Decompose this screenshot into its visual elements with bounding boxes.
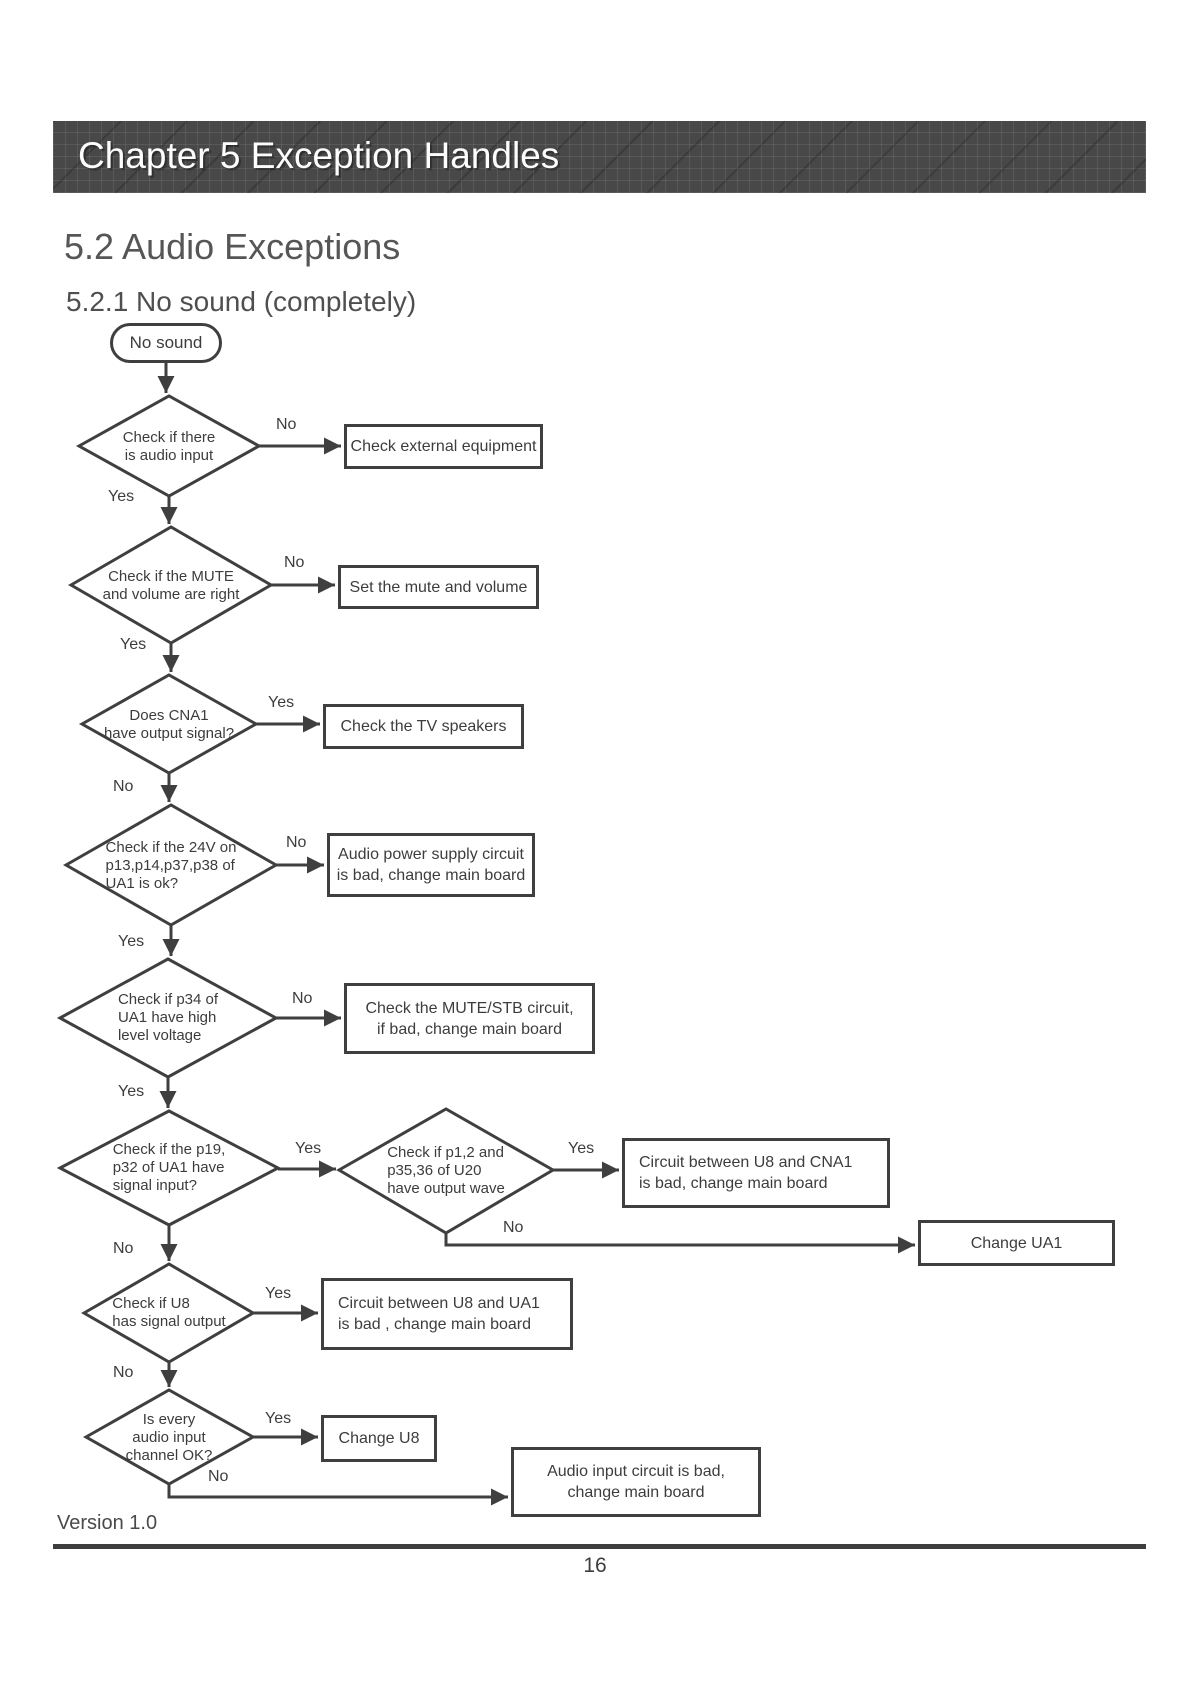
- diamond-cna1-output: [78, 673, 260, 775]
- decision-diamonds: [56, 394, 556, 1486]
- diamond-u20-wave: [336, 1107, 556, 1235]
- diamond-audio-input: [75, 394, 263, 498]
- footer-version: Version 1.0: [57, 1512, 158, 1534]
- action-set-mute-volume: Set the mute and volume: [338, 565, 539, 609]
- label-no-mute-volume: No: [284, 554, 305, 571]
- label-yes-mute-volume: Yes: [120, 636, 147, 653]
- action-u8-ua1: Circuit between U8 and UA1 is bad , chan…: [321, 1278, 573, 1350]
- label-no-u20: No: [503, 1219, 524, 1236]
- label-yes-u8: Yes: [265, 1285, 292, 1302]
- decision-p34-high-label: Check if p34 of UA1 have high level volt…: [117, 991, 219, 1044]
- action-audio-power: Audio power supply circuit is bad, chang…: [327, 833, 535, 897]
- decision-u20-wave-label: Check if p1,2 and p35,36 of U20 have out…: [387, 1144, 505, 1197]
- label-no-audio-input: No: [276, 416, 297, 433]
- diamond-voltage-24v: [62, 803, 280, 927]
- label-no-channels: No: [208, 1468, 229, 1485]
- label-yes-24v: Yes: [118, 933, 145, 950]
- action-u8-cna1: Circuit between U8 and CNA1 is bad, chan…: [622, 1138, 890, 1208]
- decision-cna1-output-label: Does CNA1 have output signal?: [103, 707, 235, 742]
- diamond-p19-p32-input: [56, 1109, 282, 1227]
- arrow-no-change-ua1: [444, 1233, 915, 1254]
- label-yes-channels: Yes: [265, 1410, 292, 1427]
- action-mute-stb: Check the MUTE/STB circuit, if bad, chan…: [344, 983, 595, 1054]
- diamond-mute-volume: [68, 525, 274, 645]
- decision-u8-output-label: Check if U8 has signal output: [112, 1295, 226, 1330]
- decision-p19-p32-label: Check if the p19, p32 of UA1 have signal…: [112, 1141, 226, 1194]
- label-yes-cna1: Yes: [268, 694, 295, 711]
- decision-mute-volume-label: Check if the MUTE and volume are right: [102, 568, 240, 603]
- section-heading: 5.2 Audio Exceptions: [64, 226, 401, 267]
- decision-voltage-24v-label: Check if the 24V on p13,p14,p37,p38 of U…: [105, 839, 237, 892]
- diamond-u8-output: [80, 1262, 256, 1364]
- decision-channels-ok-label: Is every audio input channel OK?: [125, 1411, 213, 1464]
- start-node: No sound: [110, 323, 222, 363]
- page-number: 16: [583, 1554, 607, 1577]
- diamond-p34-high: [56, 957, 280, 1079]
- start-node-label: No sound: [129, 333, 203, 352]
- footer-rule: [53, 1544, 1146, 1549]
- connector-lines: [157, 363, 915, 1506]
- chapter-banner: Chapter 5 Exception Handles: [53, 121, 1146, 193]
- action-audio-input-bad: Audio input circuit is bad, change main …: [511, 1447, 761, 1517]
- label-yes-u20: Yes: [568, 1140, 595, 1157]
- label-no-24v: No: [286, 834, 307, 851]
- action-check-speakers: Check the TV speakers: [323, 704, 524, 749]
- subsection-heading: 5.2.1 No sound (completely): [66, 286, 417, 317]
- chapter-title: Chapter 5 Exception Handles: [78, 135, 560, 176]
- action-change-u8: Change U8: [321, 1415, 437, 1462]
- decision-audio-input-label: Check if there is audio input: [122, 429, 216, 464]
- label-no-p19: No: [113, 1240, 134, 1257]
- label-yes-audio-input: Yes: [108, 488, 135, 505]
- action-check-external: Check external equipment: [344, 424, 543, 469]
- label-yes-p19: Yes: [295, 1140, 322, 1157]
- label-no-p34: No: [292, 990, 313, 1007]
- label-no-cna1: No: [113, 778, 134, 795]
- arrow-no-audio-input-bad: [167, 1484, 508, 1506]
- action-change-ua1: Change UA1: [918, 1220, 1115, 1266]
- label-yes-p34: Yes: [118, 1083, 145, 1100]
- diamond-channels-ok: [82, 1388, 257, 1486]
- label-no-u8: No: [113, 1364, 134, 1381]
